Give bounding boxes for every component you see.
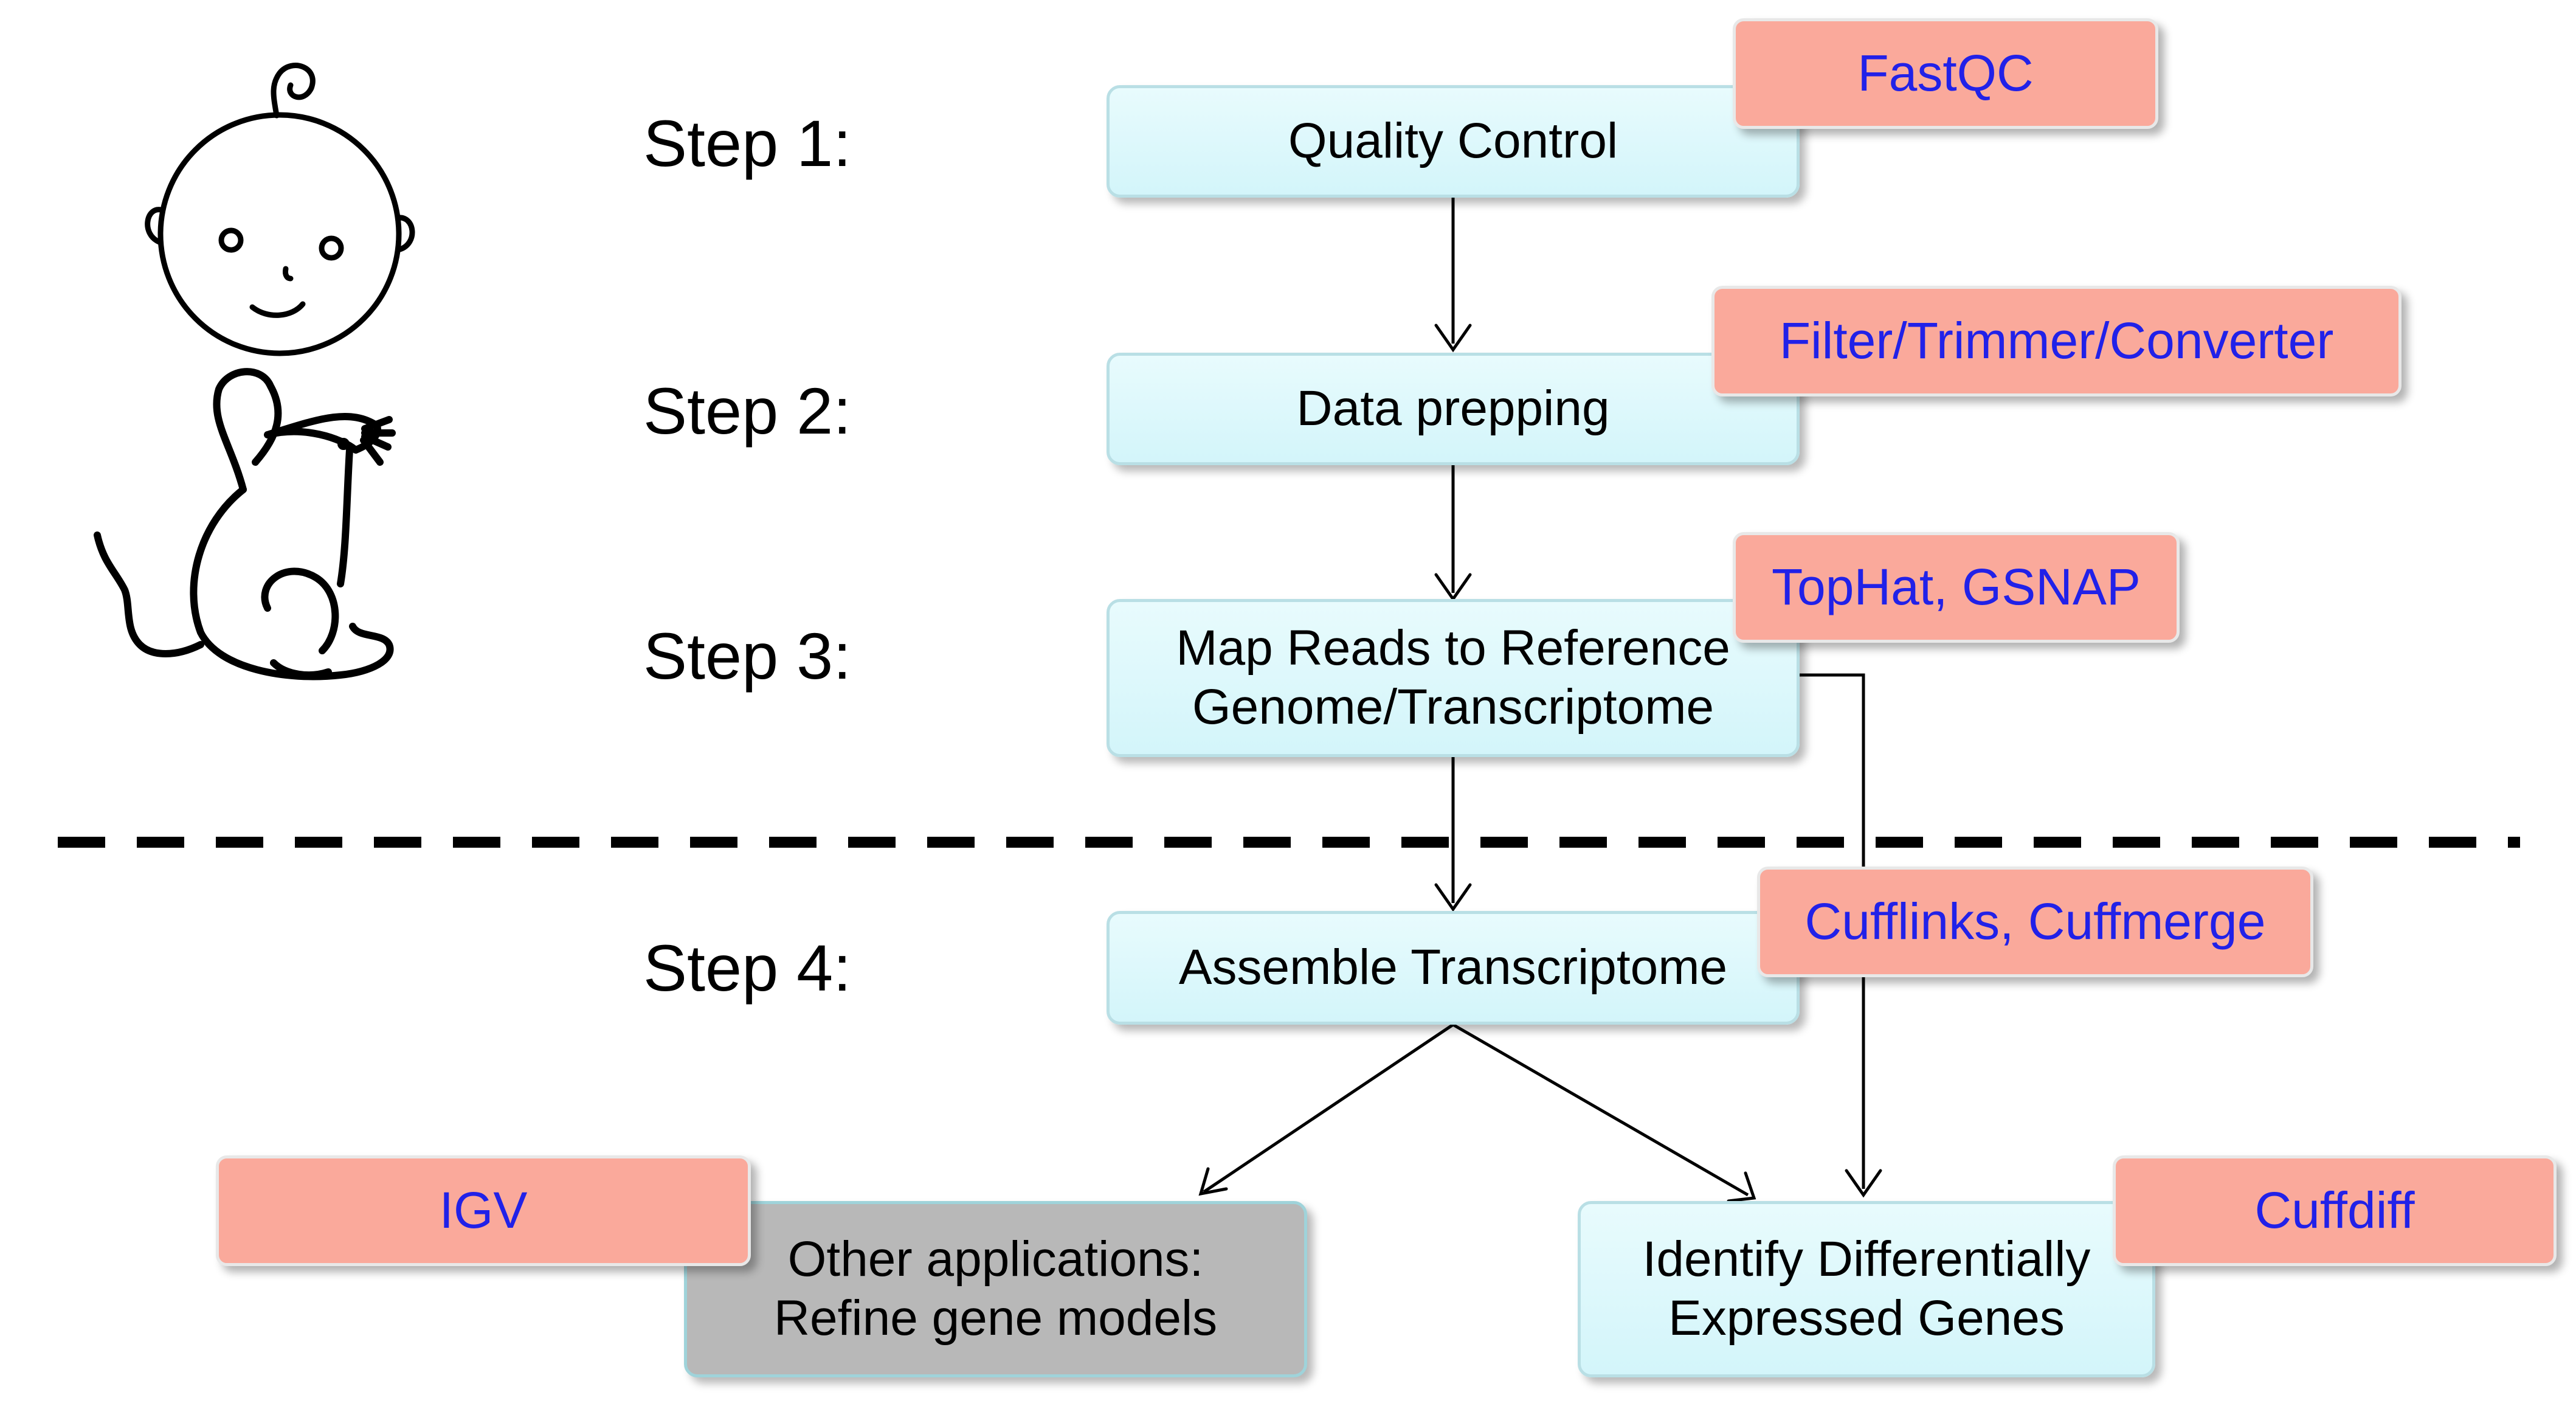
cuffdiff-tool-badge: Cuffdiff	[2113, 1155, 2557, 1266]
assemble-transcriptome-box: Assemble Transcriptome	[1107, 911, 1800, 1025]
data-prepping-box: Data prepping	[1107, 353, 1800, 465]
step-3-label: Step 3:	[643, 619, 852, 693]
step-2-label: Step 2:	[643, 374, 852, 448]
other-applications-box: Other applications: Refine gene models	[684, 1201, 1307, 1377]
connector-lines	[1203, 198, 1865, 1197]
cufflinks-cuffmerge-tool-badge: Cufflinks, Cuffmerge	[1757, 867, 2313, 977]
identify-de-genes-box: Identify Differentially Expressed Genes	[1578, 1201, 2155, 1377]
quality-control-box: Quality Control	[1107, 85, 1800, 198]
tophat-gsnap-tool-badge: TopHat, GSNAP	[1733, 532, 2180, 643]
step-1-label: Step 1:	[643, 106, 852, 180]
step-4-label: Step 4:	[643, 931, 852, 1005]
filter-trimmer-converter-tool-badge: Filter/Trimmer/Converter	[1711, 286, 2402, 396]
arrowheads	[1198, 324, 1882, 1203]
map-reads-box: Map Reads to Reference Genome/Transcript…	[1107, 599, 1800, 757]
baby-face-icon	[145, 63, 415, 356]
igv-tool-badge: IGV	[216, 1155, 751, 1266]
fastqc-tool-badge: FastQC	[1733, 18, 2158, 129]
mouse-icon	[94, 368, 396, 680]
